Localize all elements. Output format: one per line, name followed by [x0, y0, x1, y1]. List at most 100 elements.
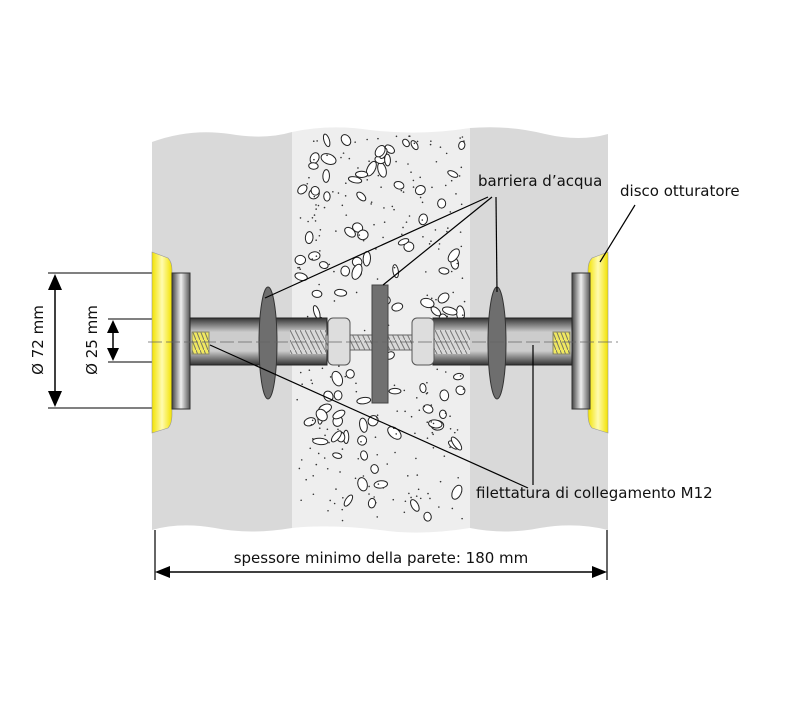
aggregate-dot	[437, 248, 440, 250]
aggregate-dot	[430, 421, 433, 423]
aggregate-dot	[462, 388, 465, 390]
aggregate-dot	[410, 496, 412, 499]
aggregate-dot	[328, 263, 331, 266]
aggregate-dot	[408, 492, 410, 495]
aggregate-dot	[360, 440, 362, 443]
aggregate-stone	[439, 389, 450, 402]
aggregate-dot	[355, 390, 358, 393]
aggregate-dot	[344, 195, 347, 197]
aggregate-dot	[337, 428, 339, 431]
aggregate-dot	[431, 431, 434, 434]
aggregate-dot	[313, 214, 316, 216]
aggregate-dot	[456, 262, 459, 265]
aggregate-dot	[376, 416, 378, 419]
aggregate-dot	[358, 234, 361, 236]
aggregate-dot	[373, 223, 375, 226]
aggregate-dot	[449, 415, 451, 417]
aggregate-dot	[326, 467, 329, 470]
aggregate-dot	[430, 404, 433, 406]
aggregate-dot	[376, 516, 379, 518]
aggregate-stone	[320, 153, 337, 165]
aggregate-dot	[299, 268, 302, 270]
aggregate-dot	[461, 277, 464, 280]
aggregate-stone	[388, 387, 402, 395]
aggregate-stone	[331, 370, 344, 387]
aggregate-stone	[384, 153, 391, 167]
aggregate-dot	[333, 502, 336, 505]
aggregate-stone	[458, 140, 466, 150]
sealing-disc-label: disco otturatore	[620, 182, 740, 200]
aggregate-dot	[323, 457, 326, 459]
aggregate-dot	[297, 266, 299, 269]
aggregate-dot	[392, 498, 395, 501]
aggregate-dot	[393, 208, 395, 211]
aggregate-dot	[344, 375, 347, 378]
aggregate-dot	[341, 508, 344, 511]
aggregate-dot	[362, 239, 365, 242]
aggregate-dot	[435, 160, 438, 163]
aggregate-dot	[412, 179, 415, 182]
aggregate-dot	[407, 163, 409, 165]
aggregate-stone	[367, 415, 379, 427]
aggregate-stone	[370, 464, 379, 474]
aggregate-dot	[452, 291, 455, 294]
aggregate-dot	[306, 182, 309, 185]
aggregate-dot	[412, 186, 415, 188]
aggregate-dot	[423, 405, 426, 408]
aggregate-dot	[376, 453, 379, 456]
aggregate-dot	[341, 204, 344, 207]
aggregate-dot	[380, 186, 382, 188]
aggregate-stone	[422, 404, 434, 414]
aggregate-dot	[313, 158, 315, 161]
aggregate-dot	[300, 459, 303, 461]
aggregate-dot	[308, 176, 310, 179]
aggregate-dot	[413, 142, 416, 145]
aggregate-stone	[333, 390, 343, 401]
aggregate-dot	[362, 475, 365, 477]
aggregate-dot	[317, 204, 320, 207]
aggregate-dot	[404, 410, 406, 413]
aggregate-dot	[377, 137, 379, 140]
aggregate-dot	[410, 171, 412, 173]
aggregate-dot	[326, 154, 328, 157]
aggregate-stone	[360, 450, 369, 461]
aggregate-stone	[410, 499, 420, 512]
aggregate-dot	[406, 475, 409, 477]
aggregate-stone	[420, 297, 435, 309]
aggregate-stone	[332, 452, 343, 459]
aggregate-stone	[294, 254, 307, 266]
aggregate-stone	[344, 226, 356, 238]
aggregate-dot	[415, 397, 418, 399]
aggregate-dot	[457, 476, 459, 479]
aggregate-stone	[345, 369, 355, 379]
aggregate-dot	[376, 414, 379, 417]
aggregate-dot	[428, 243, 431, 245]
aggregate-dot	[425, 271, 427, 273]
aggregate-dot	[309, 447, 312, 450]
aggregate-dot	[393, 384, 396, 387]
aggregate-dot	[430, 297, 433, 300]
aggregate-stone	[340, 265, 351, 277]
aggregate-stone	[312, 437, 329, 446]
aggregate-stone	[442, 306, 458, 316]
aggregate-dot	[368, 493, 370, 495]
aggregate-stone	[322, 169, 330, 183]
aggregate-dot	[319, 228, 322, 231]
aggregate-dot	[391, 205, 394, 208]
aggregate-dot	[335, 230, 337, 232]
aggregate-stone	[447, 170, 459, 178]
aggregate-stone	[330, 430, 342, 443]
aggregate-dot	[459, 137, 461, 139]
aggregate-dot	[310, 379, 313, 381]
aggregate-dot	[307, 220, 309, 223]
aggregate-dot	[426, 421, 429, 424]
aggregate-stone	[451, 484, 463, 500]
aggregate-dot	[394, 451, 396, 454]
aggregate-dot	[311, 216, 314, 219]
aggregate-dot	[429, 497, 431, 500]
aggregate-dot	[396, 410, 399, 412]
aggregate-dot	[430, 140, 432, 142]
aggregate-stone	[357, 435, 368, 446]
leader-lines	[209, 196, 636, 489]
aggregate-dot	[370, 201, 373, 203]
